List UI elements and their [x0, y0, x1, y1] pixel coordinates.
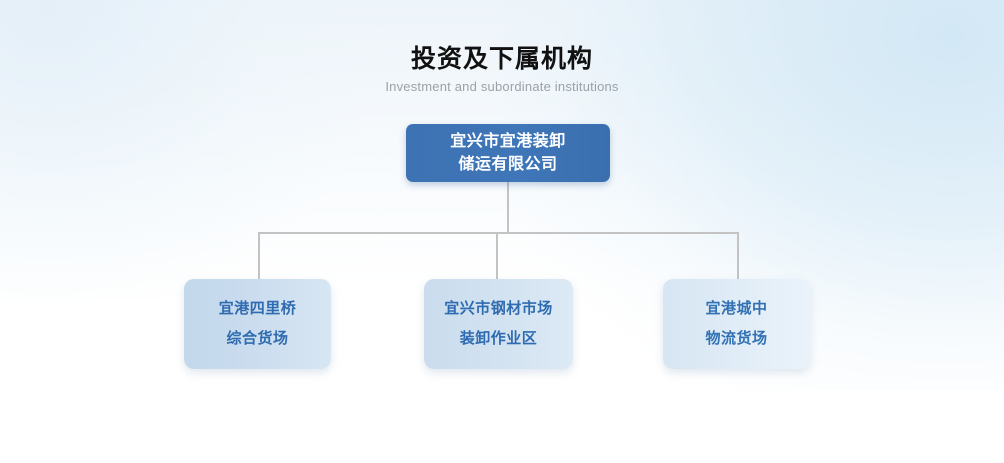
connector-child-2-vertical — [496, 232, 498, 280]
connector-child-1-vertical — [258, 232, 260, 280]
org-node-child-2-line-2: 装卸作业区 — [459, 330, 538, 347]
org-node-child-1[interactable]: 宜港四里桥 综合货场 — [184, 279, 331, 369]
org-node-child-3[interactable]: 宜港城中 物流货场 — [663, 279, 810, 369]
page-subtitle: Investment and subordinate institutions — [385, 79, 619, 94]
page-heading: 投资及下属机构 Investment and subordinate insti… — [0, 44, 1004, 95]
org-node-child-1-line-1: 宜港四里桥 — [218, 300, 297, 317]
page-title: 投资及下属机构 — [410, 45, 593, 73]
org-node-child-3-line-2: 物流货场 — [705, 330, 768, 347]
org-node-child-2[interactable]: 宜兴市钢材市场 装卸作业区 — [424, 279, 573, 369]
org-node-root-line-2: 储运有限公司 — [458, 156, 558, 173]
org-node-child-3-line-1: 宜港城中 — [705, 300, 768, 317]
org-node-child-1-line-2: 综合货场 — [226, 330, 289, 347]
connector-horizontal-bus — [258, 232, 739, 234]
org-node-child-2-line-1: 宜兴市钢材市场 — [444, 300, 553, 317]
background-glow-left — [0, 0, 360, 300]
org-node-root-line-1: 宜兴市宜港装卸 — [450, 133, 566, 150]
connector-root-vertical — [507, 181, 509, 234]
connector-child-3-vertical — [737, 232, 739, 280]
org-node-root[interactable]: 宜兴市宜港装卸 储运有限公司 — [406, 124, 610, 182]
